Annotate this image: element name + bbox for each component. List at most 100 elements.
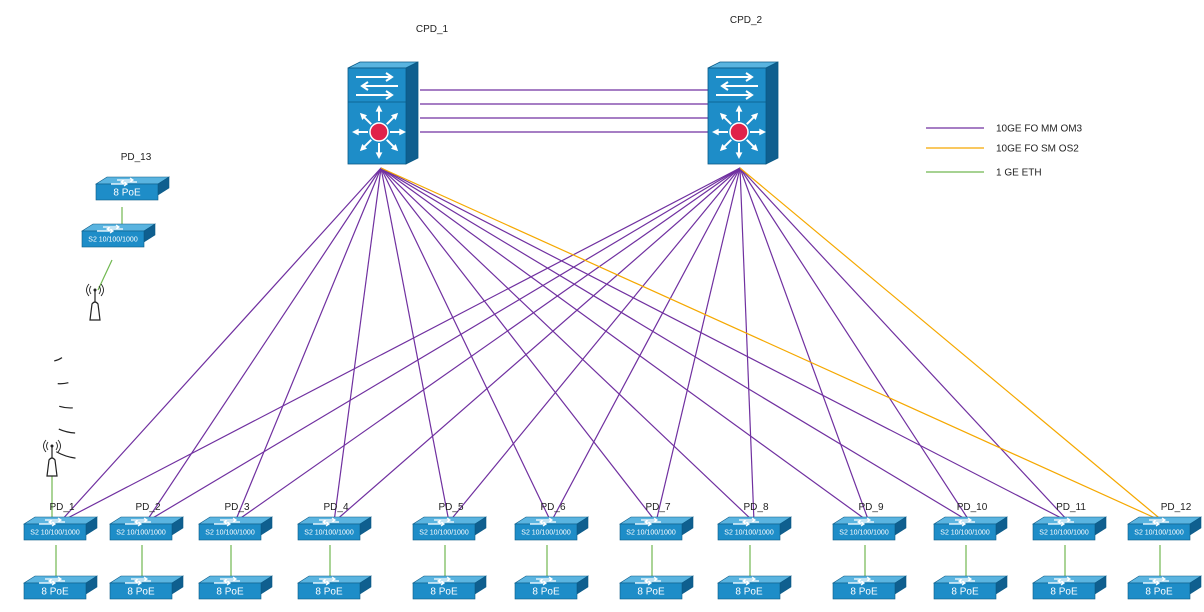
s2-switch[interactable]: S2 10/100/1000 (108, 516, 185, 541)
switch-arrows-icon (428, 576, 454, 586)
switch-model-label: S2 10/100/1000 (940, 530, 990, 537)
router-star-icon (712, 105, 766, 159)
pd-node-pd_2: PD_2 S2 10/100/1000 8 PoE (108, 502, 185, 600)
pd-node-pd_7: PD_7 S2 10/100/1000 8 PoE (618, 502, 695, 600)
switch-model-label: S2 10/100/1000 (205, 530, 255, 537)
switch-model-label: S2 10/100/1000 (88, 237, 138, 244)
switch-model-label: S2 10/100/1000 (626, 530, 676, 537)
switch-model-label: 8 PoE (127, 587, 155, 598)
switch-arrows-icon (635, 576, 661, 586)
switch-model-label: 8 PoE (1050, 587, 1078, 598)
pd-label: PD_13 (121, 152, 152, 163)
link-mm-cpd_2-pd_7 (655, 167, 741, 523)
pd-label: PD_11 (1056, 502, 1086, 513)
legend-item-eth: 1 GE ETH (926, 168, 1042, 179)
link-mm-cpd_2-pd_2 (145, 167, 741, 523)
link-sm-cpd_2-pd_12 (739, 167, 1165, 523)
link-mm-cpd_2-pd_9 (739, 167, 870, 523)
switch-arrows-icon (1143, 576, 1169, 586)
link-mm-cpd_1-pd_3 (234, 167, 382, 523)
link-mm-cpd_2-pd_5 (448, 167, 741, 523)
s2-switch[interactable]: S2 10/100/1000 (513, 516, 590, 541)
poe-switch[interactable]: 8 PoE (22, 575, 99, 600)
legend-label: 10GE FO MM OM3 (996, 124, 1083, 135)
router-star-icon (352, 105, 406, 159)
switch-model-label: S2 10/100/1000 (30, 530, 80, 537)
poe-switch[interactable]: 8 PoE (1126, 575, 1203, 600)
pd-label: PD_3 (224, 502, 249, 513)
switch-arrows-icon (428, 517, 454, 527)
poe-switch[interactable]: 8 PoE (296, 575, 373, 600)
poe-switch[interactable]: 8 PoE (94, 176, 171, 201)
switch-arrows-icon (39, 517, 65, 527)
switch-arrows-icon (949, 517, 975, 527)
s2-switch[interactable]: S2 10/100/1000 (1126, 516, 1203, 541)
switch-arrows-icon (111, 177, 137, 187)
s2-switch[interactable]: S2 10/100/1000 (618, 516, 695, 541)
switch-model-label: 8 PoE (430, 587, 458, 598)
pd-node-pd_3: PD_3 S2 10/100/1000 8 PoE (197, 502, 274, 600)
poe-switch[interactable]: 8 PoE (197, 575, 274, 600)
s2-switch[interactable]: S2 10/100/1000 (296, 516, 373, 541)
s2-switch[interactable]: S2 10/100/1000 (831, 516, 908, 541)
poe-switch[interactable]: 8 PoE (932, 575, 1009, 600)
antenna-remote-icon (86, 283, 104, 321)
switch-arrows-icon (214, 576, 240, 586)
poe-switch[interactable]: 8 PoE (108, 575, 185, 600)
switch-arrows-icon (848, 517, 874, 527)
switch-model-label: 8 PoE (41, 587, 69, 598)
core-switch-cpd_1[interactable]: CPD_1 (347, 24, 449, 165)
core-arrows-icon (716, 72, 758, 100)
switch-model-label: 8 PoE (637, 587, 665, 598)
pd-label: PD_2 (135, 502, 160, 513)
s2-switch[interactable]: S2 10/100/1000 (197, 516, 274, 541)
s2-switch[interactable]: S2 10/100/1000 (932, 516, 1009, 541)
switch-arrows-icon (39, 576, 65, 586)
link-mm-cpd_1-pd_10 (380, 167, 971, 523)
core-switch-cpd_2[interactable]: CPD_2 (707, 15, 779, 165)
switch-model-label: S2 10/100/1000 (724, 530, 774, 537)
s2-switch[interactable]: S2 10/100/1000 (1031, 516, 1108, 541)
poe-switch[interactable]: 8 PoE (716, 575, 793, 600)
switch-model-label: 8 PoE (315, 587, 343, 598)
link-mm-cpd_2-pd_8 (739, 167, 755, 523)
switch-arrows-icon (214, 517, 240, 527)
pd-label: PD_8 (743, 502, 768, 513)
legend-item-sm: 10GE FO SM OS2 (926, 144, 1079, 155)
link-mm-cpd_2-pd_1 (59, 167, 741, 523)
pd-node-pd_8: PD_8 S2 10/100/1000 8 PoE (716, 502, 793, 600)
s2-switch[interactable]: S2 10/100/1000 (22, 516, 99, 541)
switch-arrows-icon (635, 517, 661, 527)
switch-model-label: 8 PoE (1145, 587, 1173, 598)
poe-switch[interactable]: 8 PoE (513, 575, 590, 600)
switch-model-label: 8 PoE (951, 587, 979, 598)
poe-switch[interactable]: 8 PoE (1031, 575, 1108, 600)
poe-switch[interactable]: 8 PoE (411, 575, 488, 600)
switch-model-label: 8 PoE (113, 188, 141, 199)
s2-switch[interactable]: S2 10/100/1000 (716, 516, 793, 541)
core-label: CPD_1 (416, 24, 449, 35)
s2-switch[interactable]: S2 10/100/1000 (411, 516, 488, 541)
link-mm-cpd_2-pd_10 (739, 167, 971, 523)
pd-label: PD_7 (645, 502, 670, 513)
link-sm-cpd_1-pd_12 (380, 167, 1165, 523)
poe-switch[interactable]: 8 PoE (831, 575, 908, 600)
pd-label: PD_6 (540, 502, 565, 513)
legend-label: 1 GE ETH (996, 168, 1042, 179)
s2-switch[interactable]: S2 10/100/1000 (80, 223, 157, 248)
core-side (765, 61, 779, 165)
link-mm-cpd_2-pd_4 (333, 167, 741, 523)
switch-model-label: S2 10/100/1000 (1039, 530, 1089, 537)
poe-switch[interactable]: 8 PoE (618, 575, 695, 600)
switch-model-label: S2 10/100/1000 (419, 530, 469, 537)
link-mm-cpd_1-pd_11 (380, 167, 1070, 523)
switch-model-label: S2 10/100/1000 (1134, 530, 1184, 537)
wireless-waves-icon (54, 357, 76, 459)
link-mm-cpd_2-pd_6 (550, 167, 741, 523)
